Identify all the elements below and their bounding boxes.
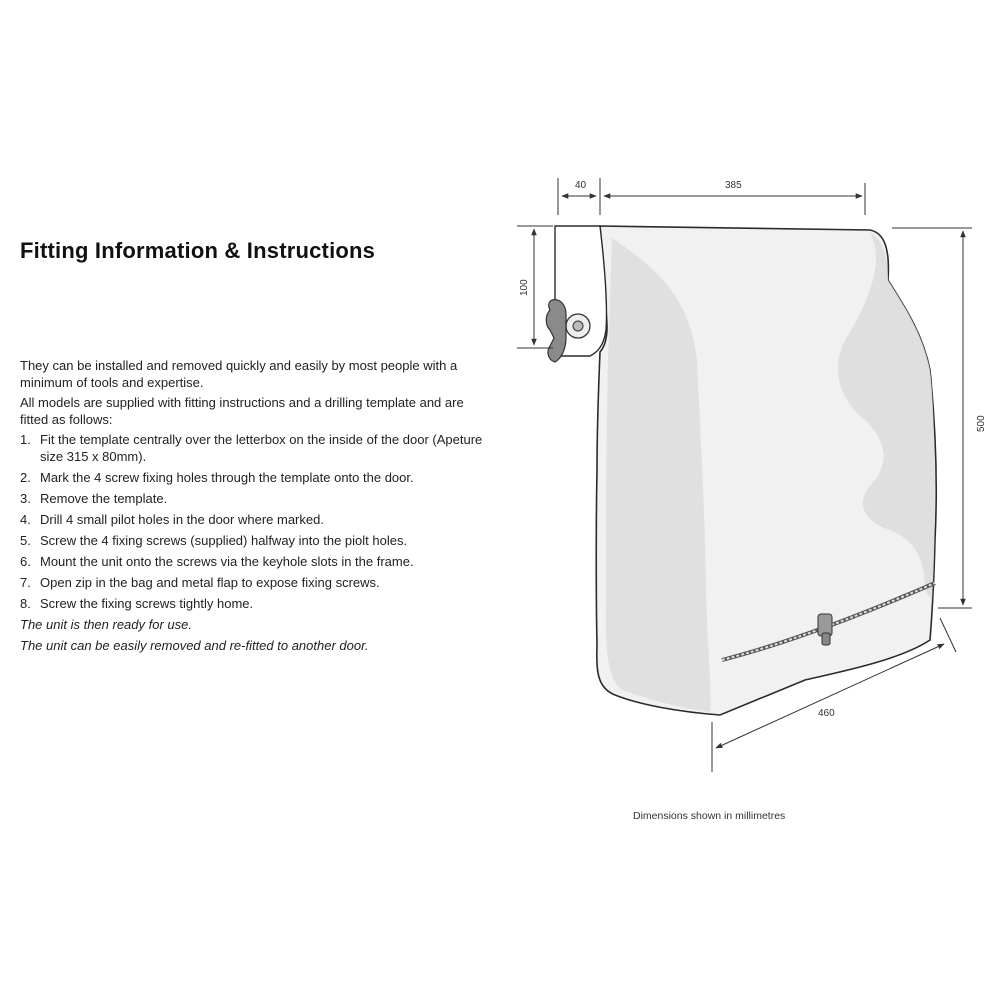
- dim-label-40: 40: [575, 180, 587, 191]
- dimension-line: [939, 617, 957, 653]
- dim-label-100: 100: [519, 279, 530, 296]
- intro-paragraph: All models are supplied with fitting ins…: [20, 395, 464, 427]
- step-number: 3.: [20, 490, 31, 506]
- dim-label-460: 460: [818, 708, 835, 719]
- step-number: 7.: [20, 574, 31, 590]
- steps-list: 1. Fit the template centrally over the le…: [20, 432, 490, 612]
- step-text: Mark the 4 screw fixing holes through th…: [40, 469, 414, 485]
- bag-shadow: [837, 233, 935, 600]
- note-refit: The unit can be easily removed and re-fi…: [20, 637, 369, 653]
- step-item: 7. Open zip in the bag and metal flap to …: [20, 575, 490, 592]
- step-text: Drill 4 small pilot holes in the door wh…: [40, 511, 324, 527]
- step-item: 2. Mark the 4 screw fixing holes through …: [20, 470, 490, 487]
- step-item: 4. Drill 4 small pilot holes in the door …: [20, 512, 490, 529]
- intro-paragraph: They can be installed and removed quickl…: [20, 358, 458, 390]
- step-text: Screw the 4 fixing screws (supplied) hal…: [40, 532, 408, 548]
- step-text: Fit the template centrally over the lett…: [40, 432, 483, 464]
- step-number: 5.: [20, 532, 31, 548]
- step-item: 6. Mount the unit onto the screws via the…: [20, 554, 490, 571]
- step-number: 2.: [20, 469, 31, 485]
- letterbox-bag-diagram: 40 385 100 500 460: [517, 178, 987, 772]
- step-number: 4.: [20, 511, 31, 527]
- step-text: Mount the unit onto the screws via the k…: [40, 553, 414, 569]
- step-item: 3. Remove the template.: [20, 491, 490, 508]
- step-number: 8.: [20, 595, 31, 611]
- instructions-text: They can be installed and removed quickl…: [20, 358, 490, 659]
- step-text: Screw the fixing screws tightly home.: [40, 595, 254, 611]
- note-ready: The unit is then ready for use.: [20, 616, 192, 632]
- step-item: 1. Fit the template centrally over the le…: [20, 432, 490, 465]
- page-title: Fitting Information & Instructions: [20, 238, 376, 263]
- dimensions-caption: Dimensions shown in millimetres: [633, 810, 786, 822]
- dim-label-500: 500: [976, 415, 987, 432]
- step-item: 5. Screw the 4 fixing screws (supplied) h…: [20, 533, 490, 550]
- dimension-line: [715, 643, 945, 749]
- fixing-knob-icon: [545, 299, 591, 363]
- step-number: 1.: [20, 432, 31, 447]
- dim-label-385: 385: [725, 180, 742, 191]
- step-text: Remove the template.: [40, 490, 168, 506]
- bag-shadow: [605, 238, 711, 712]
- step-item: 8. Screw the fixing screws tightly home.: [20, 596, 490, 613]
- step-text: Open zip in the bag and metal flap to ex…: [40, 574, 380, 590]
- step-number: 6.: [20, 553, 31, 569]
